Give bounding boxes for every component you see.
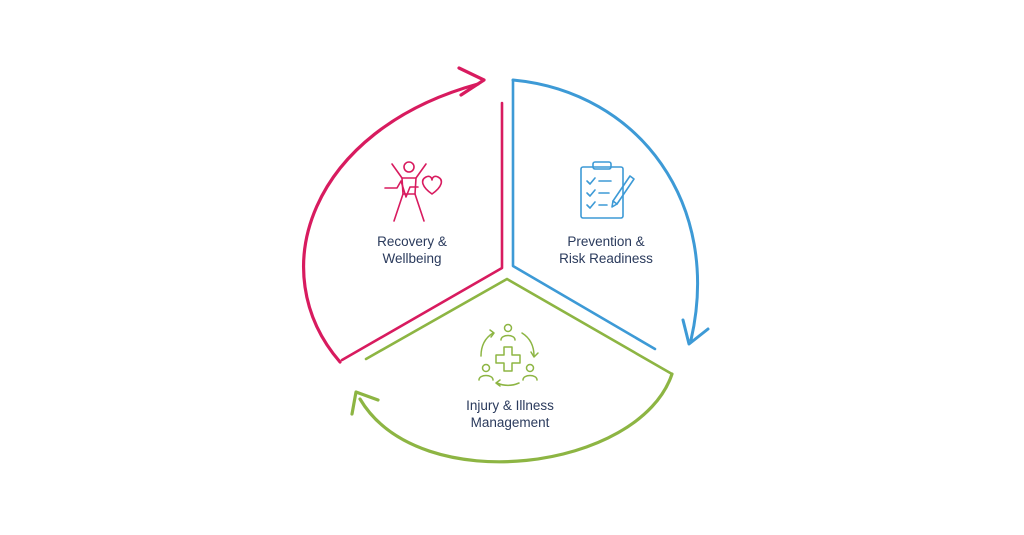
recovery-outer-arc <box>302 82 480 364</box>
injury-label-line1: Injury & Illness <box>466 398 554 413</box>
recovery-arrowhead <box>457 66 486 97</box>
segment-prevention: Prevention & Risk Readiness <box>511 78 710 351</box>
prevention-arrowhead <box>681 318 710 346</box>
prevention-label-line1: Prevention & <box>567 234 644 249</box>
prevention-outer-arc <box>511 78 700 342</box>
injury-outer-arc <box>358 372 674 464</box>
injury-label-line2: Management <box>471 415 550 430</box>
segment-recovery: Recovery & Wellbeing <box>302 66 504 364</box>
recovery-label-line2: Wellbeing <box>382 251 441 266</box>
recovery-inner-edge <box>340 101 504 362</box>
prevention-label-line2: Risk Readiness <box>559 251 653 266</box>
person-heartbeat-icon <box>384 161 443 222</box>
injury-inner-edge <box>364 277 674 376</box>
segment-injury: Injury & Illness Management <box>350 277 674 464</box>
recovery-label-line1: Recovery & <box>377 234 447 249</box>
prevention-inner-edge <box>511 78 657 351</box>
care-cycle-cross-icon <box>478 323 539 387</box>
injury-arrowhead <box>350 390 380 416</box>
clipboard-checklist-icon <box>580 161 635 219</box>
